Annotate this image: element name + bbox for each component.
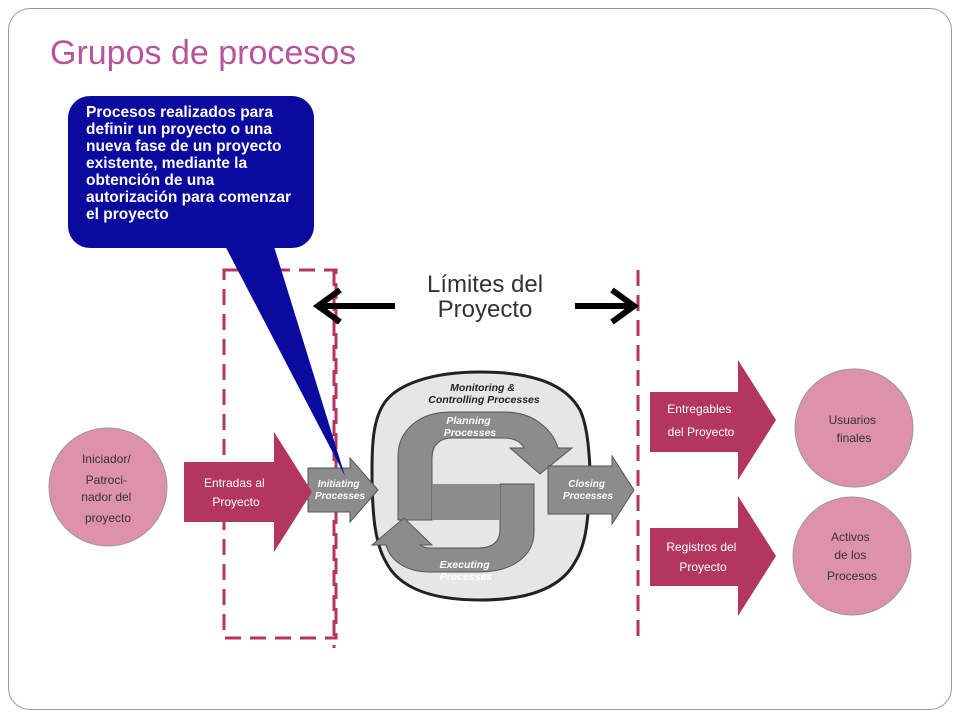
callout-tail <box>222 240 345 476</box>
callout-text: Procesos realizados para definir un proy… <box>86 104 292 223</box>
records-label: Registros del Proyecto <box>666 540 739 574</box>
records-arrow <box>650 496 776 616</box>
initiating-label: Initiating Processes <box>315 479 365 502</box>
callout-bubble <box>68 96 314 248</box>
closing-label: Closing Processes <box>563 479 613 502</box>
end-users-circle <box>794 368 914 488</box>
monitoring-label: Monitoring & Controlling Processes <box>428 382 540 406</box>
planning-label: Planning Processes <box>444 415 497 439</box>
inputs-label: Entradas al Proyecto <box>204 476 268 509</box>
deliverables-arrow <box>650 360 776 480</box>
callout <box>68 96 345 476</box>
executing-label: Executing Processes <box>439 559 492 583</box>
inputs-arrow <box>184 432 312 552</box>
deliverables-label: Entregables del Proyecto <box>667 402 734 439</box>
process-assets-label: Activos de los Procesos <box>827 530 877 583</box>
executing-arrow <box>370 483 535 573</box>
center-connector <box>432 484 500 520</box>
limits-arrows <box>312 287 640 325</box>
process-assets-circle <box>792 496 912 616</box>
end-users-label: Usuarios finales <box>829 413 880 445</box>
process-groups-diagram: Monitoring & Controlling Processes Plann… <box>307 370 635 602</box>
closing-arrow <box>547 454 635 526</box>
page-title: Grupos de procesos <box>50 34 357 72</box>
planning-arrow <box>397 411 574 521</box>
initiator-circle <box>48 427 168 547</box>
project-limits-label: Límites del Proyecto <box>395 272 575 322</box>
initiator-label: Iniciador/ Patroci- nador del proyecto <box>81 452 134 525</box>
initiating-arrow <box>307 456 379 524</box>
